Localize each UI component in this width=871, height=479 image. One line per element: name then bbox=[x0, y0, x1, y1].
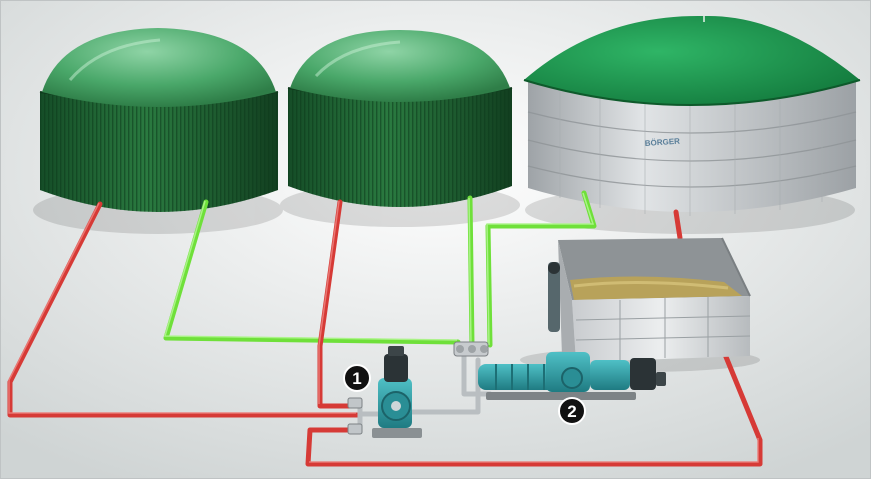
marker-2-badge bbox=[558, 397, 586, 425]
marker-1-label: 1 bbox=[352, 369, 361, 388]
marker-1-badge bbox=[343, 364, 371, 392]
return-pipe-digester-2 bbox=[467, 195, 475, 348]
storage-tank-logo: BÖRGER bbox=[645, 137, 681, 148]
rotary-lobe-pump bbox=[372, 346, 422, 438]
dome-digester-icon bbox=[39, 28, 279, 212]
marker-2: 2 bbox=[558, 397, 586, 425]
marker-2-label: 2 bbox=[567, 402, 576, 421]
pump-1-fittings bbox=[347, 341, 489, 435]
storage-tank: BÖRGER bbox=[523, 15, 861, 216]
screw-feeder-pump bbox=[478, 352, 666, 400]
solids-feeder-bin-icon bbox=[548, 237, 751, 362]
red-pipe-digester-2 bbox=[317, 199, 359, 409]
red-pipe-loop bbox=[305, 349, 763, 467]
hot-pipes-highlight bbox=[8, 200, 759, 463]
dome-digester-icon bbox=[287, 30, 513, 207]
marker-1: 1 bbox=[343, 364, 371, 392]
digester-tank-2 bbox=[287, 30, 513, 207]
hot-pipes-red bbox=[7, 199, 763, 467]
red-pipe-digester-1 bbox=[7, 201, 361, 418]
solids-feeder bbox=[548, 237, 751, 362]
storage-tank-icon: BÖRGER bbox=[523, 15, 861, 216]
digester-tank-1 bbox=[39, 28, 279, 212]
red-pipe-storage bbox=[673, 209, 683, 241]
return-pipes-highlight bbox=[163, 192, 595, 346]
